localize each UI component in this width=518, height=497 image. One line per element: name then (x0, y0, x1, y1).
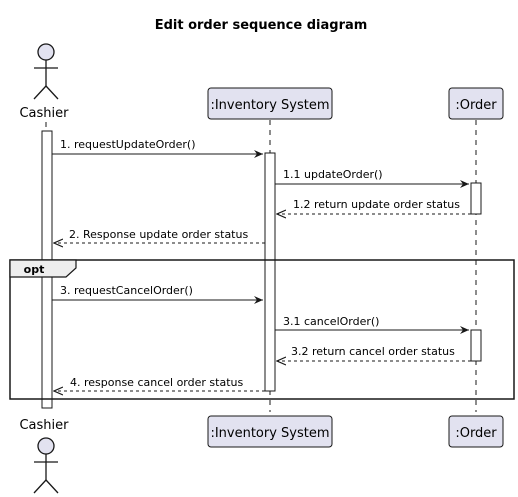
actor-head-icon (37, 43, 55, 61)
message-label: 1.2 return update order status (293, 198, 460, 211)
order-label-top: :Order (455, 98, 497, 113)
message-label: 3.2 return cancel order status (291, 345, 455, 358)
cashier-actor-bottom (33, 437, 59, 494)
opt-fragment-tab (9, 259, 77, 278)
opt-fragment (9, 259, 515, 400)
inventory-system-box-top (207, 87, 333, 120)
order-label-bottom: :Order (455, 426, 497, 441)
cashier-actor-top (33, 43, 59, 100)
inventory-activation (264, 152, 276, 392)
order-activation-1 (470, 182, 482, 215)
message-label: 1. requestUpdateOrder() (60, 138, 196, 151)
message-label: 2. Response update order status (69, 228, 248, 241)
diagram-title: Edit order sequence diagram (155, 18, 368, 33)
cashier-label-bottom: Cashier (19, 418, 69, 433)
order-activation-2 (470, 329, 482, 362)
message-label: 3.1 cancelOrder() (283, 315, 379, 328)
inventory-system-label-top: :Inventory System (210, 98, 329, 113)
cashier-label-top: Cashier (19, 106, 69, 121)
inventory-system-box-bottom (207, 415, 333, 448)
opt-fragment-label: opt (24, 263, 45, 276)
message-label: 3. requestCancelOrder() (60, 284, 193, 297)
message-label: 4. response cancel order status (70, 376, 243, 389)
order-box-top (448, 87, 504, 120)
inventory-system-label-bottom: :Inventory System (210, 426, 329, 441)
message-label: 1.1 updateOrder() (283, 168, 383, 181)
order-box-bottom (448, 415, 504, 448)
actor-head-icon (37, 437, 55, 455)
